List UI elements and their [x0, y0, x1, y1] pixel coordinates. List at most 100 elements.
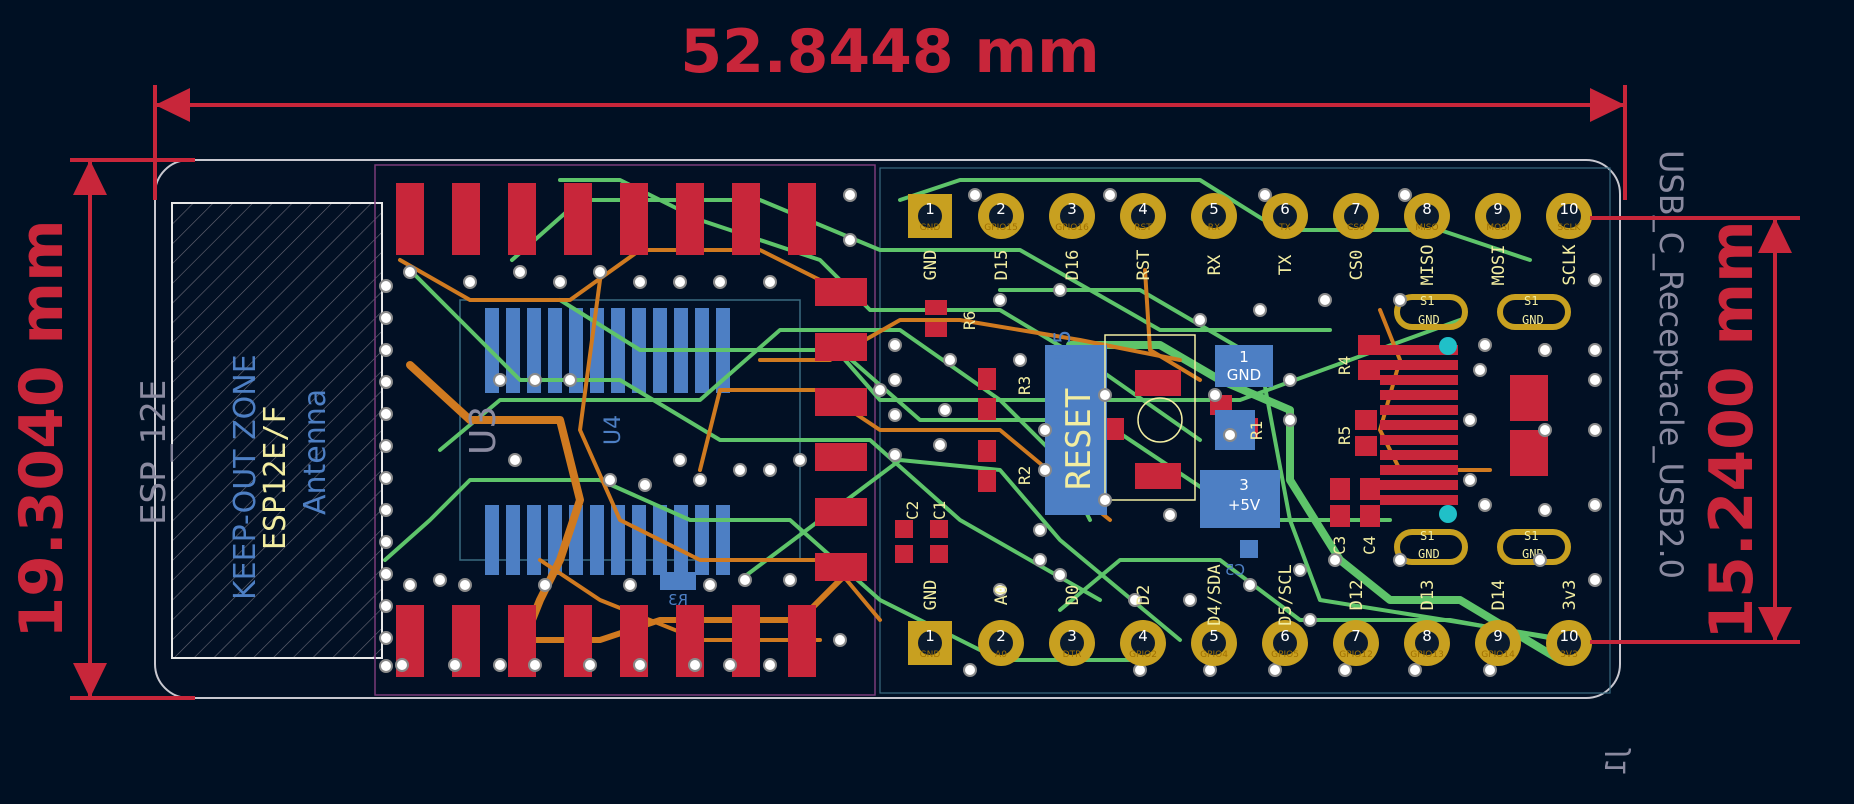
label-c1: C1	[930, 501, 949, 520]
bottom-header-pin-label: D5/SCL	[1276, 564, 1296, 625]
top-header: 1GNDGND2GPIO15D153GPIO16D164RSTRST5RXRX6…	[908, 193, 1592, 285]
dimension-lines	[70, 85, 1800, 700]
bottom-header-pad-name: GND	[920, 650, 941, 660]
esp-module-label: ESP_12E	[134, 380, 174, 525]
top-header-pin-number: 8	[1422, 200, 1432, 218]
bottom-header-pad-name: GPIO4	[1200, 650, 1228, 660]
usb-c-shield-labels: S1 GND S1 GND S1 GND S1 GND	[1418, 294, 1544, 561]
usb-gnd-a: GND	[1418, 313, 1440, 327]
top-header-pad-drill	[918, 204, 942, 228]
top-header-pad-name: RST	[1134, 223, 1152, 233]
bottom-header-pin-number: 10	[1559, 627, 1578, 645]
bottom-header-pin-label: A0	[992, 585, 1012, 605]
component-labels: R6 R3 R2 R1 R4 R5 C1 C2 C3 C4	[903, 311, 1379, 555]
bottom-header-pad-name: GPIO12	[1339, 650, 1373, 660]
top-header-pad-drill	[1131, 204, 1155, 228]
top-header-pad-name: GPIO16	[1055, 223, 1089, 233]
bottom-header-pad-drill	[1131, 631, 1155, 655]
top-header-pin-number: 1	[925, 200, 935, 218]
top-header-pin-label: D16	[1063, 250, 1083, 281]
esp-module-outline	[374, 164, 876, 696]
label-c2: C2	[903, 501, 922, 520]
top-header-pad-drill	[1415, 204, 1439, 228]
top-header-pad-name: SCLK	[1558, 223, 1582, 233]
top-header-pad-name: RX	[1208, 223, 1220, 233]
label-r1: R1	[1247, 421, 1266, 440]
top-header-pad-drill	[1060, 204, 1084, 228]
bottom-header-pad-drill	[1415, 631, 1439, 655]
label-r4: R4	[1335, 356, 1354, 375]
top-header-pad-drill	[1202, 204, 1226, 228]
top-header-pad-drill	[1344, 204, 1368, 228]
usb-s1-c: S1	[1420, 529, 1434, 543]
bottom-header-pin-label: D12	[1347, 580, 1367, 611]
bottom-header-pin-label: D13	[1418, 580, 1438, 611]
top-header-pin-label: SCLK	[1560, 244, 1580, 286]
label-c3: C3	[1330, 536, 1349, 555]
top-header-pad-drill	[1557, 204, 1581, 228]
reg-gnd: GND	[1227, 366, 1261, 384]
bottom-header-pin-number: 3	[1067, 627, 1077, 645]
dimension-pin-span: 15.2400 mm	[1697, 220, 1767, 639]
label-r3: R3	[1015, 376, 1034, 395]
usb-gnd-c: GND	[1418, 547, 1440, 561]
usb-ref-label: J1	[1599, 748, 1632, 776]
top-header-pin-number: 3	[1067, 200, 1077, 218]
u4-label: U4	[601, 415, 626, 445]
bottom-header-pin-number: 6	[1280, 627, 1290, 645]
usb-connector-label: USB_C_Receptacle_USB2.0	[1652, 150, 1690, 579]
top-header-pin-label: D15	[992, 250, 1012, 281]
top-header-pad-name: GND	[920, 223, 941, 233]
usb-gnd-b: GND	[1522, 313, 1544, 327]
top-header-pin-label: MISO	[1418, 245, 1438, 286]
label-c5: C5	[1225, 561, 1245, 579]
bottom-header-pad-name: GPIO5	[1271, 650, 1299, 660]
top-header-pin-number: 6	[1280, 200, 1290, 218]
bottom-header-pin-label: GND	[921, 580, 941, 611]
bottom-header-pin-number: 7	[1351, 627, 1361, 645]
reg-pin1: 1	[1239, 348, 1249, 366]
esp-top-pads	[396, 183, 816, 255]
bottom-header-pad-drill	[1202, 631, 1226, 655]
esp-ref-label: ESP12E/F	[258, 406, 293, 551]
bottom-header-pad-name: A0	[995, 650, 1007, 660]
esp-shield-outline	[459, 299, 801, 561]
top-header-pad-drill	[1486, 204, 1510, 228]
label-r-back: R3	[668, 591, 688, 609]
bottom-header-pin-label: 3v3	[1560, 580, 1580, 611]
top-header-pad-name: CS0	[1347, 223, 1365, 233]
u5-label: U5	[1051, 330, 1076, 360]
top-header-pin-number: 9	[1493, 200, 1503, 218]
bottom-header-pin-number: 4	[1138, 627, 1148, 645]
bottom-header: 1GNDGND2A0A03DTRD04GPIO2D25GPIO4D4/SDA6G…	[908, 564, 1592, 666]
reg-5v: +5V	[1228, 496, 1261, 514]
bottom-header-pad-name: GPIO14	[1481, 650, 1515, 660]
label-r5: R5	[1335, 426, 1354, 445]
dimension-width: 52.8448 mm	[680, 17, 1099, 87]
esp-side-pads	[815, 278, 867, 581]
bottom-header-pin-number: 2	[996, 627, 1006, 645]
bottom-header-pin-number: 5	[1209, 627, 1219, 645]
top-header-pad-drill	[1273, 204, 1297, 228]
u3-label: U3	[463, 406, 504, 455]
reg-pin3: 3	[1239, 476, 1249, 494]
bottom-header-pad-name: GPIO2	[1129, 650, 1157, 660]
regulator-labels: 1 GND 3 +5V	[1227, 348, 1261, 514]
dimension-height: 19.3040 mm	[7, 219, 77, 638]
bottom-header-pad-drill	[989, 631, 1013, 655]
usb-locating-hole-b	[1439, 505, 1457, 523]
bottom-header-pin-number: 9	[1493, 627, 1503, 645]
antenna-label: Antenna	[298, 389, 333, 515]
top-header-pin-label: CS0	[1347, 250, 1367, 281]
reset-label: RESET	[1059, 388, 1099, 490]
label-r2: R2	[1015, 466, 1034, 485]
bottom-header-pad-drill	[1344, 631, 1368, 655]
bottom-header-pad-name: 3V3	[1560, 650, 1578, 660]
top-header-pin-label: RST	[1134, 250, 1154, 281]
bottom-header-pin-label: D4/SDA	[1205, 564, 1225, 625]
top-header-pin-number: 10	[1559, 200, 1578, 218]
top-header-pin-label: GND	[921, 250, 941, 281]
reset-switch: RESET	[1059, 334, 1196, 501]
regulator-back-pads	[660, 345, 1280, 590]
